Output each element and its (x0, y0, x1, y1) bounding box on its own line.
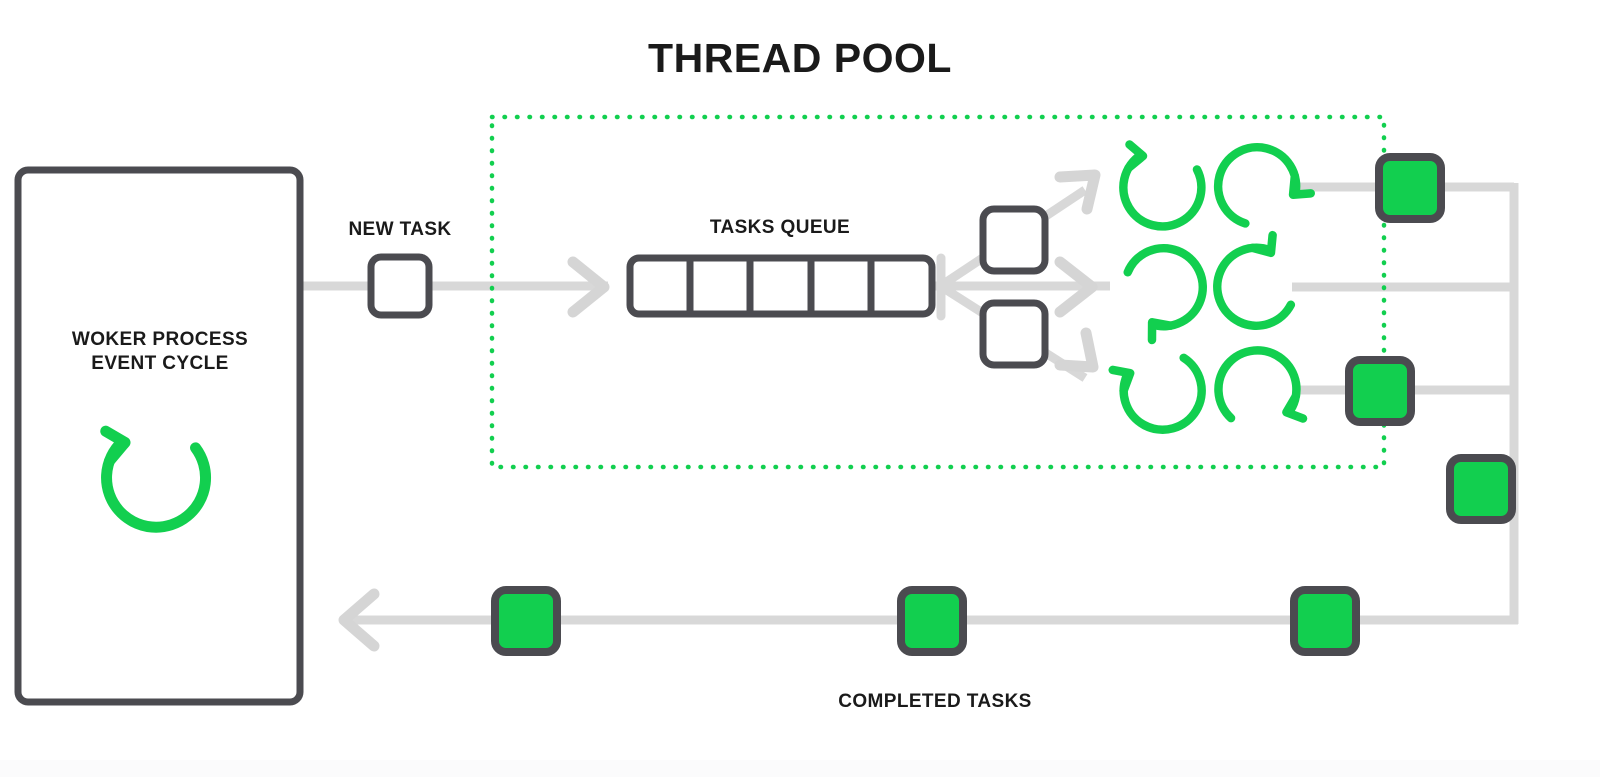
new-task-square[interactable] (367, 253, 433, 319)
thread-r2c1[interactable] (1106, 232, 1219, 344)
flow-lines (300, 182, 1519, 625)
bottom-strip (0, 760, 1600, 777)
dispatch-task-2[interactable] (979, 299, 1049, 369)
completed-square-bottom-1[interactable] (491, 586, 561, 656)
worker-process-label: WOKER PROCESS EVENT CYCLE (71, 329, 249, 375)
completed-squares (491, 153, 1516, 656)
arrow-up-right (1054, 169, 1101, 215)
completed-square-row1[interactable] (1375, 153, 1445, 223)
completed-square-row3[interactable] (1345, 356, 1415, 426)
thread-grid (1106, 131, 1315, 444)
thread-r1c1[interactable] (1123, 145, 1201, 227)
arrow-right-to-queue (567, 256, 610, 318)
completed-square-vertical[interactable] (1446, 454, 1516, 524)
worker-process-box[interactable] (14, 166, 304, 706)
thread-r3c1[interactable] (1107, 334, 1216, 444)
tasks-queue-label: TASKS QUEUE (709, 217, 851, 238)
completed-square-bottom-3[interactable] (1290, 586, 1360, 656)
page-title: THREAD POOL (648, 35, 952, 81)
thread-r1c2[interactable] (1202, 131, 1315, 244)
flow-arrowheads (338, 169, 1101, 652)
thread-pool-region (489, 114, 1387, 470)
arrow-right-mid (1054, 256, 1098, 318)
new-task-label: NEW TASK (348, 219, 452, 240)
arrow-left-return (338, 588, 380, 652)
dispatch-task-1[interactable] (979, 205, 1049, 275)
completed-square-bottom-2[interactable] (897, 586, 967, 656)
arrow-down-right (1054, 327, 1099, 373)
tasks-queue[interactable] (626, 254, 936, 318)
thread-r3c2[interactable] (1207, 339, 1308, 443)
completed-tasks-label: COMPLETED TASKS (838, 691, 1032, 712)
